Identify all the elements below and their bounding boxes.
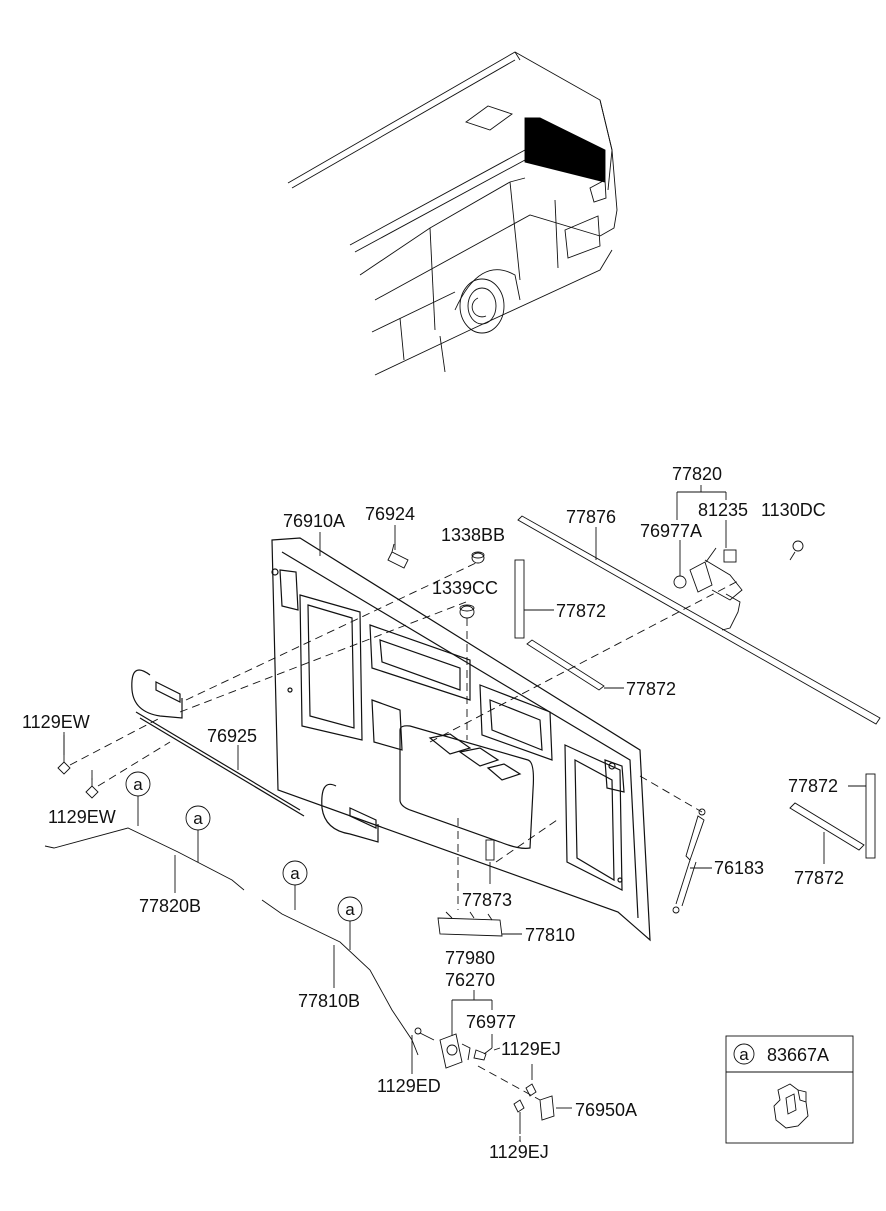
label-77820: 77820 (672, 464, 722, 484)
label-76910A: 76910A (283, 511, 345, 531)
part-77810B-cable (261, 899, 419, 1056)
label-76977: 76977 (466, 1012, 516, 1032)
leader-lines (63, 485, 866, 1142)
tailgate-panel (271, 537, 651, 942)
label-81235: 81235 (698, 500, 748, 520)
part-76270-lock (439, 1033, 487, 1069)
label-77872-b: 77872 (626, 679, 676, 699)
part-76924-bracket (387, 543, 409, 569)
label-1129EJ-b: 1129EJ (489, 1142, 549, 1162)
part-77876-strip (517, 515, 881, 725)
part-77872-strip-d (789, 802, 865, 851)
van-illustration (287, 51, 618, 376)
label-76950A: 76950A (575, 1100, 637, 1120)
part-77820-latch (673, 540, 804, 631)
svg-text:a: a (345, 900, 355, 919)
callout-marker-3: a (282, 860, 308, 910)
label-1339CC: 1339CC (432, 578, 498, 598)
label-77980: 77980 (445, 948, 495, 968)
label-1129EW-b: 1129EW (48, 807, 116, 827)
part-1338BB-nut (471, 551, 485, 564)
legend-box: a 83667A (725, 1035, 854, 1144)
label-76925: 76925 (207, 726, 257, 746)
part-1129EJ-bolts (477, 1064, 555, 1134)
label-77810: 77810 (525, 925, 575, 945)
part-77872-strip-a (514, 559, 525, 639)
legend-part-label: 83667A (767, 1045, 829, 1065)
label-77872-d: 77872 (794, 868, 844, 888)
legend-marker: a (739, 1045, 749, 1064)
label-1129ED: 1129ED (377, 1076, 441, 1096)
callout-marker-2: a (185, 805, 211, 862)
label-77810B: 77810B (298, 991, 360, 1011)
part-77872-strip-b (526, 639, 605, 691)
label-1129EJ-a: 1129EJ (501, 1039, 561, 1059)
part-77872-strip-c (865, 773, 876, 859)
part-76925-rod (131, 669, 379, 843)
part-1339CC-nut (459, 604, 475, 740)
label-1130DC: 1130DC (761, 500, 826, 520)
svg-text:a: a (133, 775, 143, 794)
assembly-lines (179, 561, 741, 910)
clip-83667A-icon (773, 1083, 809, 1129)
label-76977A: 76977A (640, 521, 702, 541)
label-1129EW-a: 1129EW (22, 712, 90, 732)
part-77820B-cable (44, 827, 245, 891)
part-labels: 77820 81235 1130DC 76910A 76924 1338BB 7… (22, 464, 844, 1162)
label-77820B: 77820B (139, 896, 201, 916)
label-76183: 76183 (714, 858, 764, 878)
label-77872-c: 77872 (788, 776, 838, 796)
callout-marker-4: a (337, 896, 363, 950)
label-1338BB: 1338BB (441, 525, 505, 545)
part-77873 (485, 839, 495, 861)
svg-text:a: a (290, 864, 300, 883)
svg-text:a: a (193, 809, 203, 828)
label-77872-a: 77872 (556, 601, 606, 621)
part-77810-handle (437, 911, 503, 937)
label-76924: 76924 (365, 504, 415, 524)
part-1129ED-bolt (414, 1027, 435, 1041)
legend-marker-circle (733, 1043, 755, 1065)
label-77876: 77876 (566, 507, 616, 527)
callout-marker-1: a (125, 771, 151, 826)
part-76183-strut (639, 775, 706, 914)
label-77873: 77873 (462, 890, 512, 910)
label-76270: 76270 (445, 970, 495, 990)
